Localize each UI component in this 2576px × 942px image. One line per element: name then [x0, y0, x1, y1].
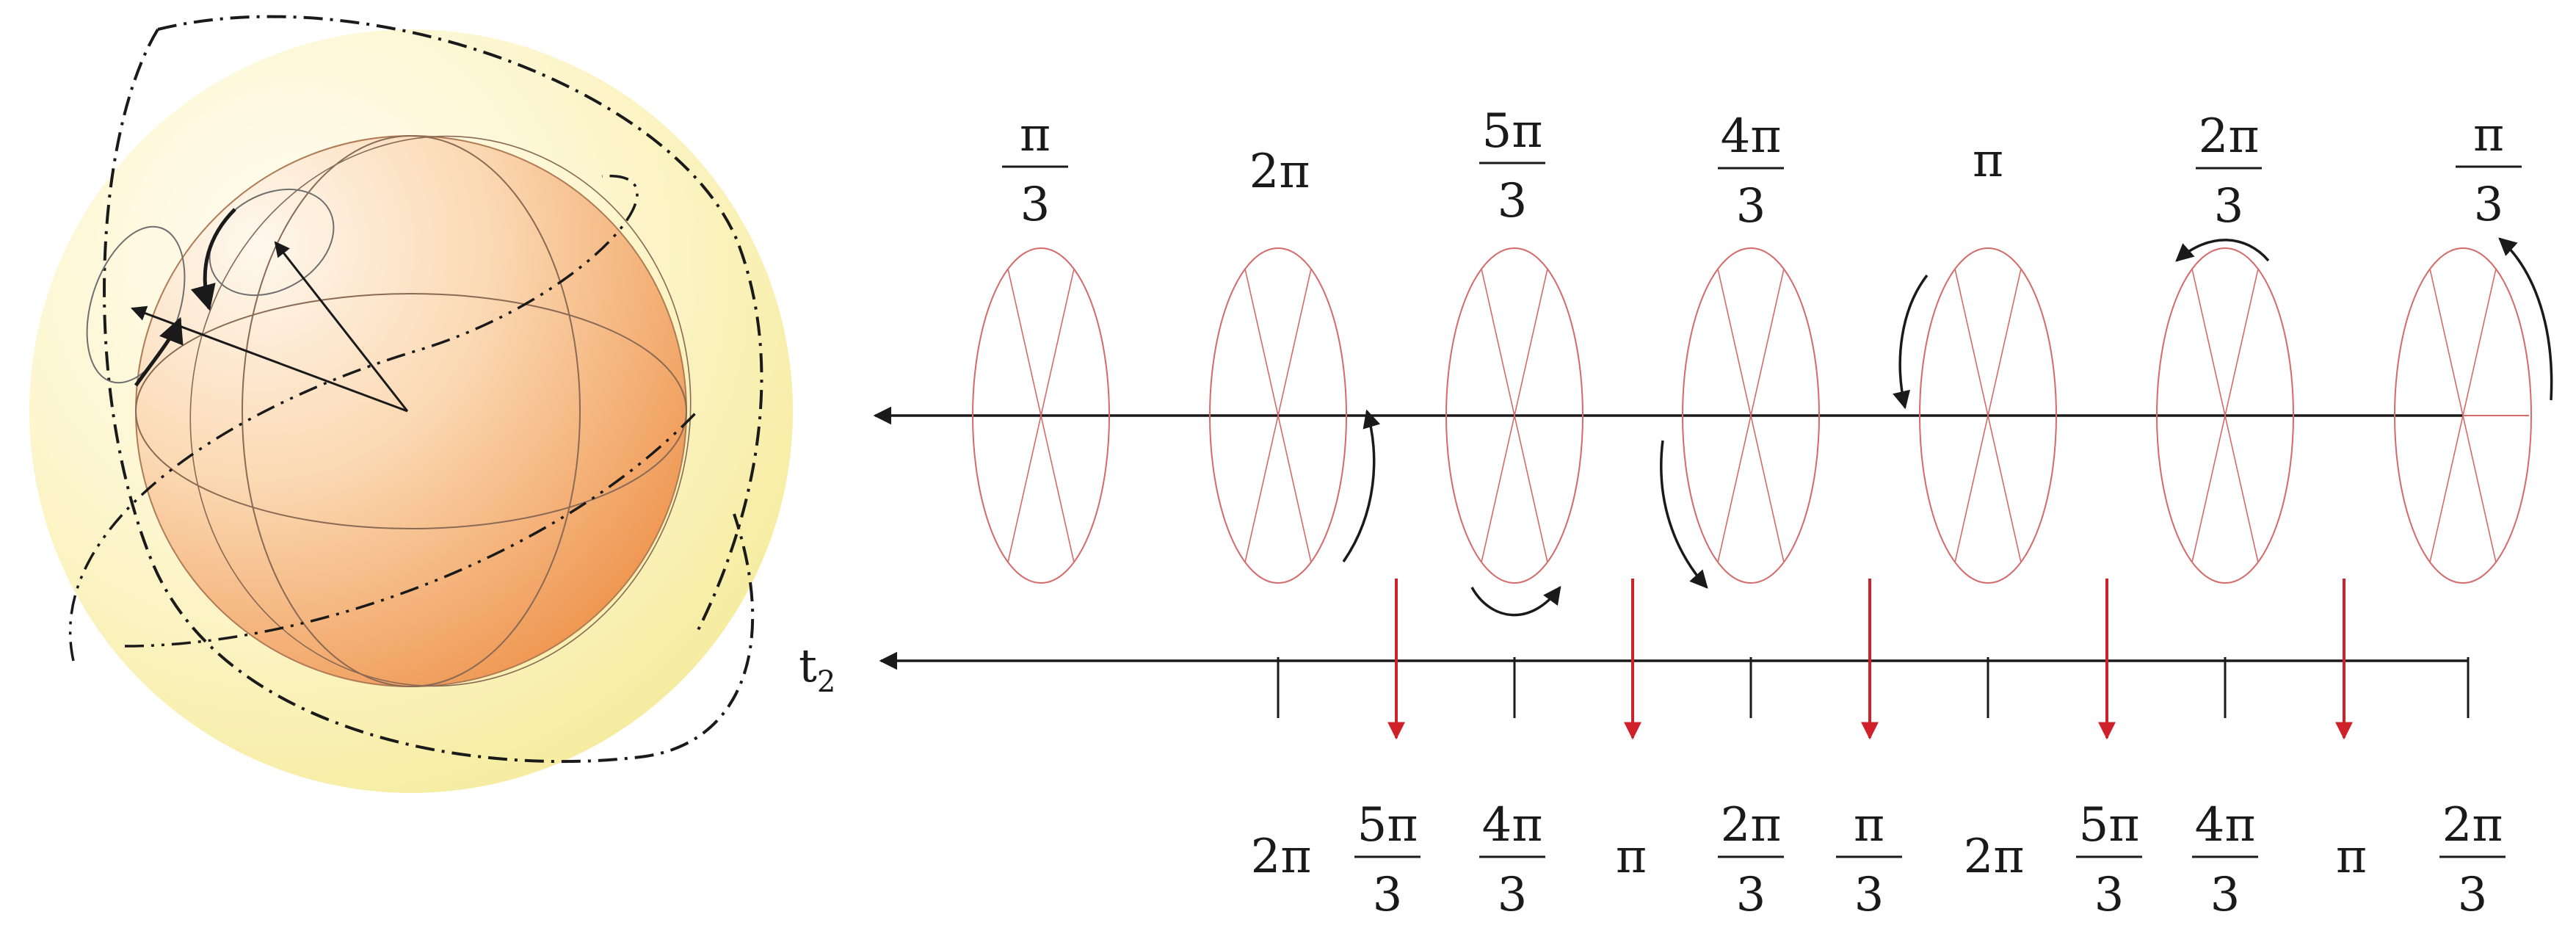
curved-arrow-5 — [2175, 239, 2270, 262]
curved-arrow-4 — [1893, 274, 1929, 410]
fraction-numerator: 5π — [1482, 104, 1543, 159]
ellipse-spoke — [2191, 268, 2259, 563]
bottom-phase-label-11: 2π3 — [2439, 798, 2506, 922]
fraction-denominator: 3 — [1854, 868, 1884, 922]
sphere-meridian-tilted — [189, 135, 692, 687]
fraction-numerator: 4π — [1721, 109, 1782, 164]
phase-value: π — [2336, 830, 2367, 884]
phase-value: π — [1616, 830, 1647, 884]
fraction-numerator: π — [1854, 798, 1884, 852]
rotation-arrow-left — [134, 316, 184, 387]
ellipse-spoke — [1244, 268, 1312, 563]
bottom-phase-label-9: 4π3 — [2192, 798, 2258, 922]
fraction-numerator: π — [1020, 108, 1051, 162]
fraction-denominator: 3 — [2474, 178, 2504, 232]
time-axis-ticks — [1277, 657, 2470, 718]
bottom-phase-label-2: 5π3 — [1354, 798, 1421, 922]
curved-arrow-6 — [2498, 237, 2553, 401]
dash-dot-orbit-2 — [157, 15, 763, 632]
ellipse-outline — [1919, 247, 2057, 584]
top-phase-label-7: π3 — [2456, 108, 2522, 232]
phase-value: 2π — [1964, 830, 2025, 884]
precession-circle-upper — [208, 188, 335, 297]
bottom-phase-label-1: 2π — [1251, 830, 1312, 884]
fraction-denominator: 3 — [2214, 179, 2244, 233]
phase-value: 2π — [1251, 830, 1312, 884]
phase-ellipse-6 — [2156, 247, 2294, 584]
phase-ellipse-2 — [1209, 247, 1347, 584]
dash-dot-orbit-3 — [68, 174, 639, 662]
ellipse-outline — [2394, 247, 2532, 584]
phase-value: 2π — [1249, 145, 1310, 199]
fraction-denominator: 3 — [1020, 178, 1051, 232]
fraction-numerator: 5π — [2079, 798, 2140, 852]
dash-dot-orbit-1 — [103, 28, 755, 764]
top-phase-label-5: π — [1973, 134, 2003, 188]
fraction-numerator: 4π — [1482, 798, 1543, 852]
top-phase-label-3: 5π3 — [1479, 104, 1545, 228]
ellipse-spoke — [2429, 268, 2497, 563]
rotation-arrow-upper — [190, 208, 236, 311]
bottom-phase-label-10: π — [2336, 830, 2367, 884]
ellipse-spoke — [1954, 268, 2022, 563]
fraction-numerator: 2π — [2199, 109, 2260, 164]
phase-value: π — [1973, 134, 2003, 188]
dash-dot-orbit-4 — [124, 410, 699, 648]
bottom-phase-label-6: π3 — [1836, 798, 1902, 922]
fraction-numerator: π — [2473, 108, 2504, 162]
ellipse-outline — [1682, 247, 1820, 584]
sphere-meridian-front — [242, 135, 581, 687]
ellipse-spoke — [1717, 268, 1785, 563]
ellipse-spoke — [1007, 268, 1075, 563]
ellipse-outline — [1209, 247, 1347, 584]
fraction-denominator: 3 — [2210, 868, 2241, 922]
ellipse-outline — [972, 247, 1110, 584]
fraction-denominator: 3 — [1373, 868, 1403, 922]
phase-ellipse-1 — [972, 247, 1110, 584]
fraction-denominator: 3 — [1736, 868, 1766, 922]
ellipse-outline — [1445, 247, 1583, 584]
ellipse-spoke — [1481, 268, 1548, 563]
bottom-phase-label-7: 2π — [1964, 830, 2025, 884]
sphere-equator — [135, 293, 687, 529]
phase-ellipse-7 — [2394, 247, 2532, 584]
inner-sphere — [135, 135, 687, 687]
top-phase-label-1: π3 — [1002, 108, 1068, 232]
curved-arrow-2 — [1470, 586, 1561, 617]
ellipse-outline — [2156, 247, 2294, 584]
bottom-phase-label-5: 2π3 — [1718, 798, 1784, 922]
fraction-denominator: 3 — [2094, 868, 2125, 922]
curved-arrow-1 — [1342, 409, 1381, 562]
fraction-numerator: 4π — [2195, 798, 2256, 852]
phase-ellipse-3 — [1445, 247, 1583, 584]
bottom-phase-label-3: 4π3 — [1479, 798, 1545, 922]
fraction-numerator: 2π — [2442, 798, 2503, 852]
fraction-denominator: 3 — [1736, 179, 1766, 233]
red-arrows — [1387, 579, 2353, 740]
phase-ellipses — [972, 247, 2532, 584]
fraction-numerator: 5π — [1357, 798, 1418, 852]
top-phase-label-2: 2π — [1249, 145, 1310, 199]
state-vector-2 — [274, 241, 409, 412]
fraction-denominator: 3 — [2458, 868, 2488, 922]
phase-ellipse-4 — [1682, 247, 1820, 584]
fraction-denominator: 3 — [1498, 174, 1528, 228]
time-axis-label: t2 — [799, 639, 835, 699]
fraction-numerator: 2π — [1721, 798, 1782, 852]
fraction-denominator: 3 — [1498, 868, 1528, 922]
bloch-sphere-figure — [29, 15, 793, 793]
bottom-phase-label-4: π — [1616, 830, 1647, 884]
top-phase-label-4: 4π3 — [1718, 109, 1784, 233]
top-phase-label-6: 2π3 — [2196, 109, 2262, 233]
phase-ellipse-5 — [1919, 247, 2057, 584]
bottom-phase-label-8: 5π3 — [2076, 798, 2142, 922]
curved-arrow-3 — [1660, 440, 1708, 589]
